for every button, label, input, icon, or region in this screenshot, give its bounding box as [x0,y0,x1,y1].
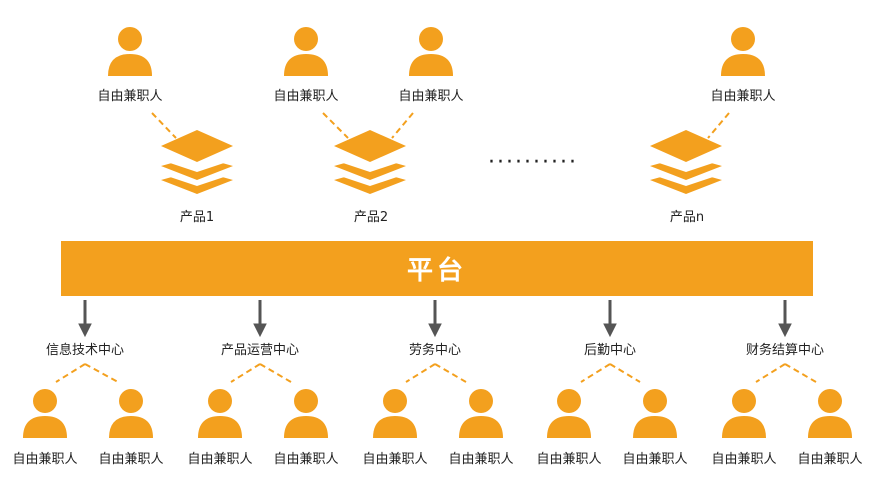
person-icon [109,389,153,438]
person-icon [722,389,766,438]
down-arrow-icon [253,300,267,338]
connector-line [784,363,817,383]
ellipsis: ·········· [488,150,578,175]
person-icon [633,389,677,438]
person-icon [459,389,503,438]
freelancer-label: 自由兼职人 [536,452,602,467]
connector-line [230,363,261,383]
freelancer-label: 自由兼职人 [711,452,777,467]
person-icon [547,389,591,438]
freelancer-label: 自由兼职人 [187,452,253,467]
freelancer-label: 自由兼职人 [448,452,514,467]
person-icon [23,389,67,438]
connector-line [580,363,611,383]
center-label: 劳务中心 [408,343,462,358]
down-arrow-icon [428,300,442,338]
freelancer-label: 自由兼职人 [398,89,464,104]
freelancer-label: 自由兼职人 [710,89,776,104]
down-arrow-icon [603,300,617,338]
center-label: 产品运营中心 [220,343,300,358]
person-icon [808,389,852,438]
layers-icon [161,130,233,194]
freelancer-label: 自由兼职人 [622,452,688,467]
person-icon [409,27,453,76]
freelancer-label: 自由兼职人 [362,452,428,467]
connector-line [405,363,436,383]
freelancer-label: 自由兼职人 [97,89,163,104]
product-label: 产品2 [353,210,389,225]
freelancer-label: 自由兼职人 [12,452,78,467]
connector-line [151,112,177,139]
down-arrow-icon [778,300,792,338]
layers-icon [334,130,406,194]
connector-line [434,363,467,383]
center-label: 财务结算中心 [745,343,825,358]
person-icon [198,389,242,438]
person-icon [284,389,328,438]
down-arrow-icon [78,300,92,338]
freelancer-label: 自由兼职人 [273,452,339,467]
person-icon [108,27,152,76]
platform-label: 平台 [406,256,467,286]
center-label: 后勤中心 [583,343,637,358]
center-label: 信息技术中心 [45,343,125,358]
product-label: 产品1 [179,210,215,225]
freelancer-label: 自由兼职人 [797,452,863,467]
layers-icon [650,130,722,194]
person-icon [373,389,417,438]
connector-line [322,112,349,139]
product-label: 产品n [669,210,705,225]
connector-line [707,112,730,139]
connector-line [259,363,292,383]
platform-bar: 平台 [61,241,813,296]
connector-line [609,363,641,383]
connector-line [55,363,86,383]
connector-line [84,363,119,383]
freelancer-label: 自由兼职人 [273,89,339,104]
person-icon [721,27,765,76]
person-icon [284,27,328,76]
freelancer-label: 自由兼职人 [98,452,164,467]
connector-line [755,363,786,383]
connector-line [391,112,414,139]
